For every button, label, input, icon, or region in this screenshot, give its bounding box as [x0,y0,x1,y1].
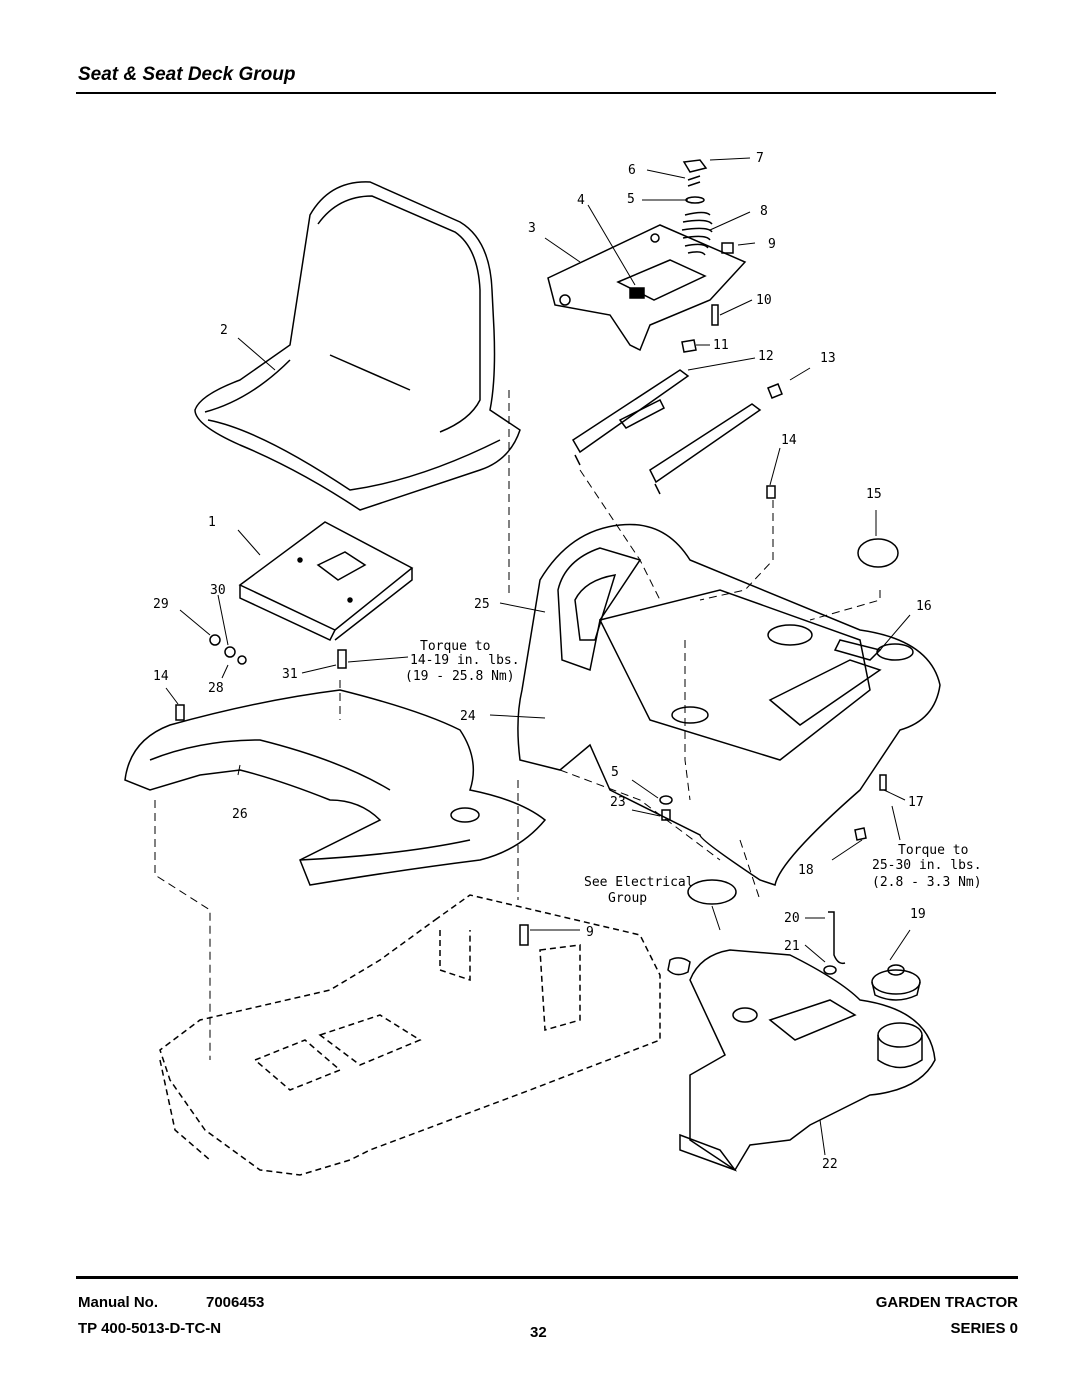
svg-text:Group: Group [608,891,647,906]
svg-text:Torque to: Torque to [420,639,490,654]
callout-18: 18 [798,863,814,878]
svg-text:See Electrical: See Electrical [584,875,694,890]
callout-16: 16 [916,599,932,614]
header-rule [76,92,996,94]
seat-bracket-part-1 [238,521,414,641]
seat-deck-exploded-diagram: 2 1 3 4 5 6 7 8 9 10 11 12 13 14 15 16 1… [124,151,982,1176]
torque-note-1: Torque to 14-19 in. lbs. (19 - 25.8 Nm) [405,639,520,684]
callout-2: 2 [220,323,228,338]
callout-13: 13 [820,351,836,366]
manual-label: Manual No. [78,1294,159,1311]
svg-text:(2.8 - 3.3 Nm): (2.8 - 3.3 Nm) [872,875,982,890]
callout-7: 7 [756,151,764,166]
callout-5: 5 [627,192,635,207]
callout-30: 30 [210,583,226,598]
callout-8: 8 [760,204,768,219]
callout-15: 15 [866,487,882,502]
page-number: 32 [530,1324,547,1341]
callout-31: 31 [282,667,298,682]
nut-part-13 [767,383,783,399]
callout-29: 29 [153,597,169,612]
svg-text:Torque to: Torque to [898,843,968,858]
callout-4: 4 [577,193,585,208]
callout-26: 26 [232,807,248,822]
footer-rule [76,1276,1018,1279]
callout-5b: 5 [611,765,619,780]
callout-23: 23 [610,795,626,810]
svg-text:(19 - 25.8 Nm): (19 - 25.8 Nm) [405,669,515,684]
fuel-tank-part-22 [679,949,936,1172]
callout-14b: 14 [153,669,169,684]
callout-17: 17 [908,795,924,810]
svg-text:14-19 in. lbs.: 14-19 in. lbs. [410,653,520,668]
page-title: Seat & Seat Deck Group [78,64,296,85]
fuel-cap-part-19 [871,964,921,1001]
callout-9: 9 [768,237,776,252]
frame-assembly [159,894,661,1176]
callout-3: 3 [528,221,536,236]
callout-19: 19 [910,907,926,922]
callout-24: 24 [460,709,476,724]
callout-numbers: 2 1 3 4 5 6 7 8 9 10 11 12 13 14 15 16 1… [153,151,932,1172]
console-part-26 [124,689,547,886]
assembly-lines [154,390,881,1060]
callout-20: 20 [784,911,800,926]
callout-12: 12 [758,349,774,364]
manual-number: 7006453 [206,1294,265,1311]
fuel-line-part-20 [828,911,846,965]
electrical-note: See Electrical Group [584,875,694,906]
product-name: GARDEN TRACTOR [875,1294,1018,1311]
callout-11: 11 [713,338,729,353]
tp-code: TP 400-5013-D-TC-N [78,1320,222,1337]
clamp-part-21 [823,965,837,975]
seat-rails-part-12 [571,369,762,495]
callout-21: 21 [784,939,800,954]
fender-deck-part-25 [517,523,941,886]
callout-14: 14 [781,433,797,448]
callout-28: 28 [208,681,224,696]
svg-text:25-30 in. lbs.: 25-30 in. lbs. [872,858,982,873]
series-label: SERIES 0 [950,1320,1018,1337]
torque-note-2: Torque to 25-30 in. lbs. (2.8 - 3.3 Nm) [872,843,982,890]
callout-9b: 9 [586,925,594,940]
hardware-parts [175,634,887,976]
bolt-part-14 [766,485,776,499]
callout-25: 25 [474,597,490,612]
o-ring-part-15 [857,538,899,568]
spring-assembly [681,159,734,353]
seat-part-2 [194,181,521,511]
callout-1: 1 [208,515,216,530]
seat-plate-part-3 [547,224,747,352]
callout-6: 6 [628,163,636,178]
callout-22: 22 [822,1157,838,1172]
callout-10: 10 [756,293,772,308]
leader-lines [165,157,911,1156]
